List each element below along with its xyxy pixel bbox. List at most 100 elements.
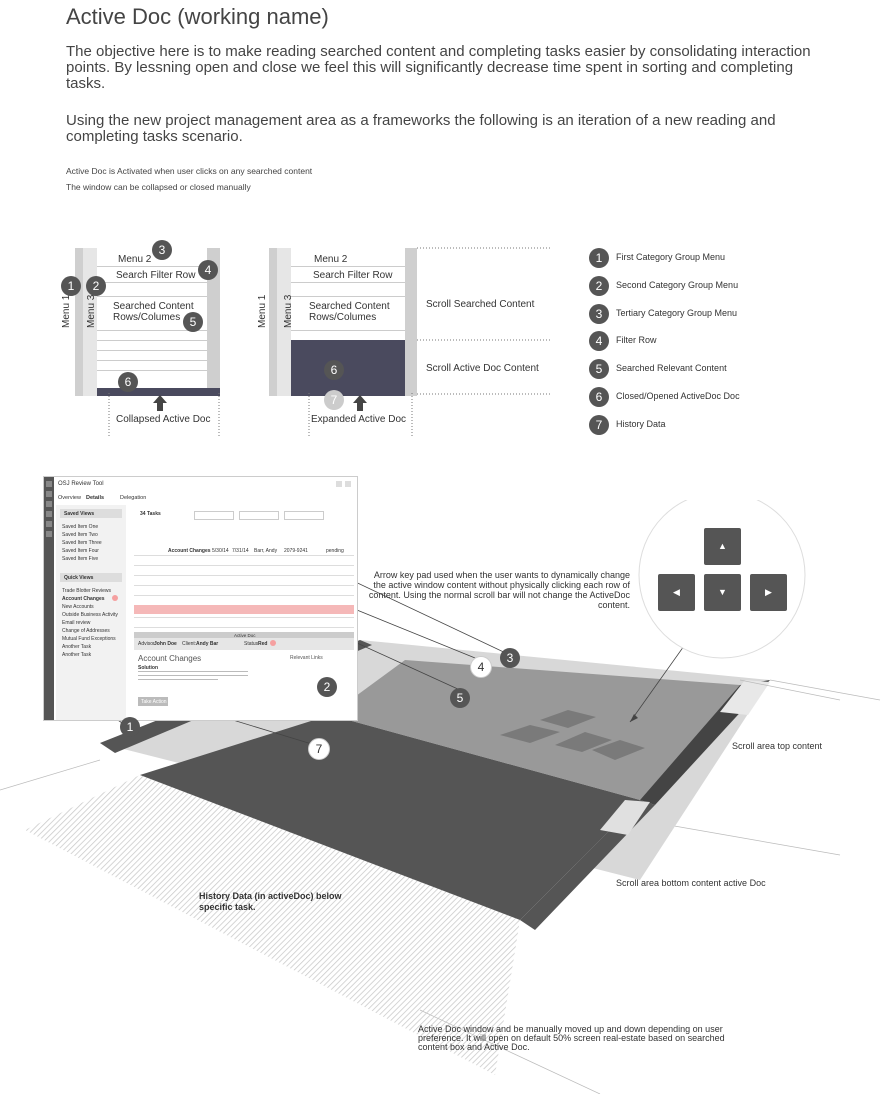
- scroll-active-label: Scroll Active Doc Content: [426, 363, 539, 374]
- legend-text-7: History Data: [616, 419, 666, 429]
- mock-quick-item[interactable]: Account Changes: [62, 596, 105, 602]
- p-badge-3: 3: [500, 648, 520, 668]
- badge-4: 4: [198, 260, 218, 280]
- badge-3: 3: [152, 240, 172, 260]
- history-hatch: [25, 775, 520, 1075]
- wf2-menu3: Menu 3: [283, 294, 294, 328]
- wf2-menu1: Menu 1: [257, 294, 268, 328]
- legend-text-2: Second Category Group Menu: [616, 280, 739, 290]
- legend-badge-6: 6: [589, 387, 609, 407]
- scroll-searched-label: Scroll Searched Content: [426, 299, 535, 310]
- guide-line: [769, 679, 881, 701]
- legend-badge-2: 2: [589, 276, 609, 296]
- mock-quick-item[interactable]: Email review: [62, 620, 91, 626]
- active-doc-area: [140, 715, 640, 920]
- mock-quick-item[interactable]: Another Task: [62, 644, 92, 650]
- mock-quick-item[interactable]: Outside Business Activity: [62, 612, 118, 618]
- mock-saved-item[interactable]: Saved Item Four: [62, 548, 99, 554]
- mock-advisor-name: John Doe: [154, 641, 177, 647]
- legend-badge-4: 4: [589, 331, 609, 351]
- mock-quick-item[interactable]: Trade Blotter Reviews: [62, 588, 111, 594]
- badge-6: 6: [118, 372, 138, 392]
- mock-row-status: pending: [326, 548, 344, 554]
- scroll-top-note: Scroll area top content: [732, 741, 823, 751]
- wireframe-expanded: [269, 248, 417, 396]
- scroll-thumb-top: [720, 680, 770, 715]
- mock-saved-item[interactable]: Saved Item Five: [62, 556, 99, 562]
- mock-app-title: OSJ Review Tool: [58, 481, 104, 487]
- arrow-keypad-note: Arrow key pad used when the user wants t…: [368, 570, 630, 610]
- arrow-up-key[interactable]: ▲: [704, 528, 741, 565]
- mock-relevant-links[interactable]: Relevant Links: [290, 655, 323, 661]
- mini-key-left: [500, 725, 560, 743]
- wf1-content-line2: Rows/Columes: [113, 312, 181, 323]
- legend-text-4: Filter Row: [616, 335, 657, 345]
- wf2-content-line1: Searched Content: [309, 301, 390, 312]
- mini-key-up: [540, 710, 596, 728]
- mock-quick-item[interactable]: Change of Addresses: [62, 628, 110, 634]
- objective-paragraph: The objective here is to make reading se…: [66, 43, 811, 92]
- legend-text-1: First Category Group Menu: [616, 252, 726, 262]
- mock-saved-views: Saved Views: [64, 511, 95, 517]
- mock-quick-item[interactable]: New Accounts: [62, 604, 94, 610]
- wf1-menu1: Menu 1: [61, 294, 72, 328]
- mock-client-label: Client:: [182, 641, 197, 647]
- mock-status-label: Status:: [244, 641, 260, 647]
- mock-solution-label: Solution: [138, 665, 158, 671]
- guide-line: [0, 759, 101, 791]
- expanded-label: Expanded Active Doc: [311, 414, 407, 425]
- mock-saved-item[interactable]: Saved Item One: [62, 524, 99, 530]
- mock-active-doc-label[interactable]: Active Doc: [234, 633, 256, 638]
- mock-row-date1: 5/30/14: [212, 548, 229, 554]
- mock-saved-item[interactable]: Saved Item Three: [62, 540, 102, 546]
- bottom-note: Active Doc window and be manually moved …: [418, 1024, 725, 1052]
- mock-saved-item[interactable]: Saved Item Two: [62, 532, 98, 538]
- p-badge-7: 7: [308, 738, 330, 760]
- wf2-filter-row: Search Filter Row: [313, 270, 393, 281]
- legend-text-6: Closed/Opened ActiveDoc Doc: [616, 391, 740, 401]
- arrow-down-key[interactable]: ▼: [704, 574, 741, 611]
- scroll-guides: [417, 247, 550, 395]
- mock-quick-item[interactable]: Another Task: [62, 652, 92, 658]
- expanded-arrow: [308, 393, 413, 438]
- wf2-badge-6: 6: [324, 360, 344, 380]
- mini-key-right: [592, 740, 645, 760]
- arrow-right-key[interactable]: ▶: [750, 574, 787, 611]
- perspective-illustration: [0, 500, 881, 1094]
- mock-take-action-label: Take Action: [141, 699, 167, 705]
- wf2-menu2: Menu 2: [314, 254, 348, 265]
- mock-tab-details[interactable]: Details: [86, 495, 105, 501]
- scroll-thumb-bottom: [600, 800, 650, 835]
- wf2-content-line2: Rows/Columes: [309, 312, 377, 323]
- badge-1: 1: [61, 276, 81, 296]
- legend-badge-3: 3: [589, 304, 609, 324]
- badge-2: 2: [86, 276, 106, 296]
- arrow-left-key[interactable]: ◀: [658, 574, 695, 611]
- page-title: Active Doc (working name): [66, 4, 329, 29]
- framework-paragraph: Using the new project management area as…: [66, 112, 776, 145]
- mock-tab-delegation[interactable]: Delegation: [120, 495, 147, 501]
- mock-quick-views: Quick Views: [64, 575, 94, 581]
- mock-row-person: Barr, Andy: [254, 548, 278, 554]
- legend-badge-1: 1: [589, 248, 609, 268]
- mock-highlighted-row[interactable]: [134, 605, 354, 614]
- legend-badge-5: 5: [589, 359, 609, 379]
- mock-status-value: Red: [258, 641, 268, 647]
- collapse-note: The window can be collapsed or closed ma…: [66, 182, 251, 192]
- p-badge-2: 2: [317, 677, 337, 697]
- legend-text-3: Tertiary Category Group Menu: [616, 308, 738, 318]
- p-badge-4: 4: [470, 656, 492, 678]
- mock-doc-title: Account Changes: [138, 654, 202, 663]
- collapsed-label: Collapsed Active Doc: [116, 414, 211, 425]
- history-note: History Data (in activeDoc) below specif…: [199, 891, 342, 912]
- mini-key-down: [555, 732, 612, 752]
- mock-take-action-button[interactable]: [138, 697, 168, 706]
- mock-tab-overview[interactable]: Overview: [58, 495, 81, 501]
- mock-advisor-label: Advisor:: [138, 641, 157, 647]
- guide-line: [739, 679, 841, 701]
- mock-client-name: Andy Bar: [196, 641, 219, 647]
- mock-quick-item[interactable]: Mutual Fund Exceptions: [62, 636, 116, 642]
- p-badge-1: 1: [120, 717, 140, 737]
- keypad-pointer-head: [630, 714, 638, 722]
- mock-row-code: 2079-9241: [284, 548, 308, 554]
